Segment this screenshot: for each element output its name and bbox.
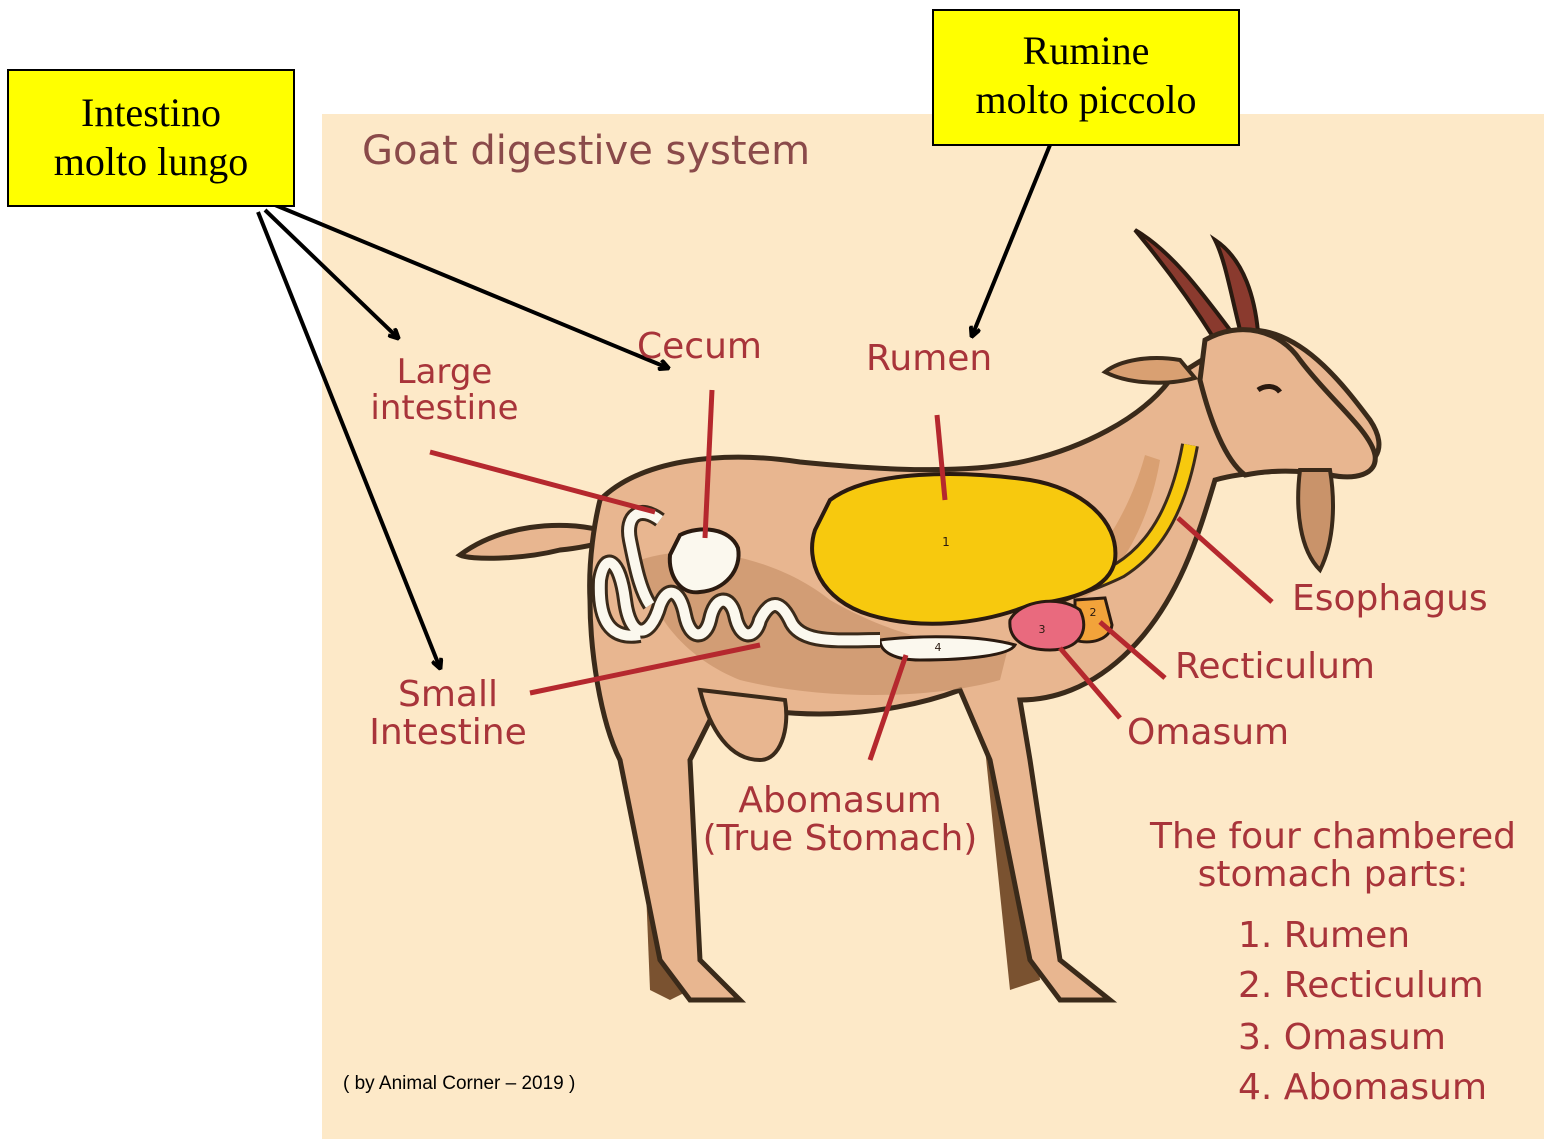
chamber-number-2: 2 (1090, 606, 1097, 619)
callout-intestine-line1: Intestino (9, 89, 293, 138)
label-esophagus: Esophagus (1292, 580, 1488, 618)
legend-item-abomasum: 4. Abomasum (1238, 1069, 1487, 1107)
label-large-intestine: Large intestine (357, 355, 532, 426)
label-cecum: Cecum (637, 328, 762, 366)
pointer-esophagus (1178, 518, 1272, 602)
goat-beard (1298, 470, 1333, 570)
diagram-title: Goat digestive system (362, 130, 810, 172)
legend-heading-line2: stomach parts: (1128, 856, 1538, 894)
legend-item-rumen: 1. Rumen (1238, 917, 1410, 955)
chamber-number-1: 1 (942, 535, 950, 549)
callout-rumen: Rumine molto piccolo (932, 9, 1240, 146)
label-recticulum: Recticulum (1175, 648, 1375, 686)
udder (700, 690, 786, 760)
legend-heading: The four chambered stomach parts: (1128, 818, 1538, 894)
goat-ear (1105, 358, 1195, 383)
label-large-intestine-line1: Large (357, 355, 532, 391)
chamber-number-4: 4 (935, 641, 942, 654)
label-abomasum-line1: Abomasum (680, 782, 1000, 820)
legend-item-omasum: 3. Omasum (1238, 1019, 1446, 1057)
callout-rumen-line2: molto piccolo (934, 76, 1238, 125)
legend-heading-line1: The four chambered (1128, 818, 1538, 856)
horn-left (1135, 230, 1230, 340)
label-abomasum: Abomasum (True Stomach) (680, 782, 1000, 858)
callout-rumen-line1: Rumine (934, 27, 1238, 76)
label-rumen: Rumen (866, 340, 992, 378)
arrow-to-cecum (275, 205, 668, 368)
omasum-chamber (1010, 601, 1084, 650)
callout-intestine-line2: molto lungo (9, 138, 293, 187)
goat-tail (460, 525, 610, 558)
callout-intestine: Intestino molto lungo (7, 69, 295, 207)
label-small-intestine-line2: Intestine (352, 714, 544, 752)
legend-item-recticulum: 2. Recticulum (1238, 967, 1484, 1005)
chamber-number-3: 3 (1039, 623, 1046, 636)
label-large-intestine-line2: intestine (357, 391, 532, 427)
label-small-intestine: Small Intestine (352, 676, 544, 752)
label-abomasum-line2: (True Stomach) (680, 820, 1000, 858)
label-small-intestine-line1: Small (352, 676, 544, 714)
label-omasum: Omasum (1127, 714, 1289, 752)
arrow-to-small-intestine (258, 212, 440, 668)
arrow-to-rumen (972, 145, 1050, 336)
source-credit: ( by Animal Corner – 2019 ) (343, 1073, 575, 1095)
